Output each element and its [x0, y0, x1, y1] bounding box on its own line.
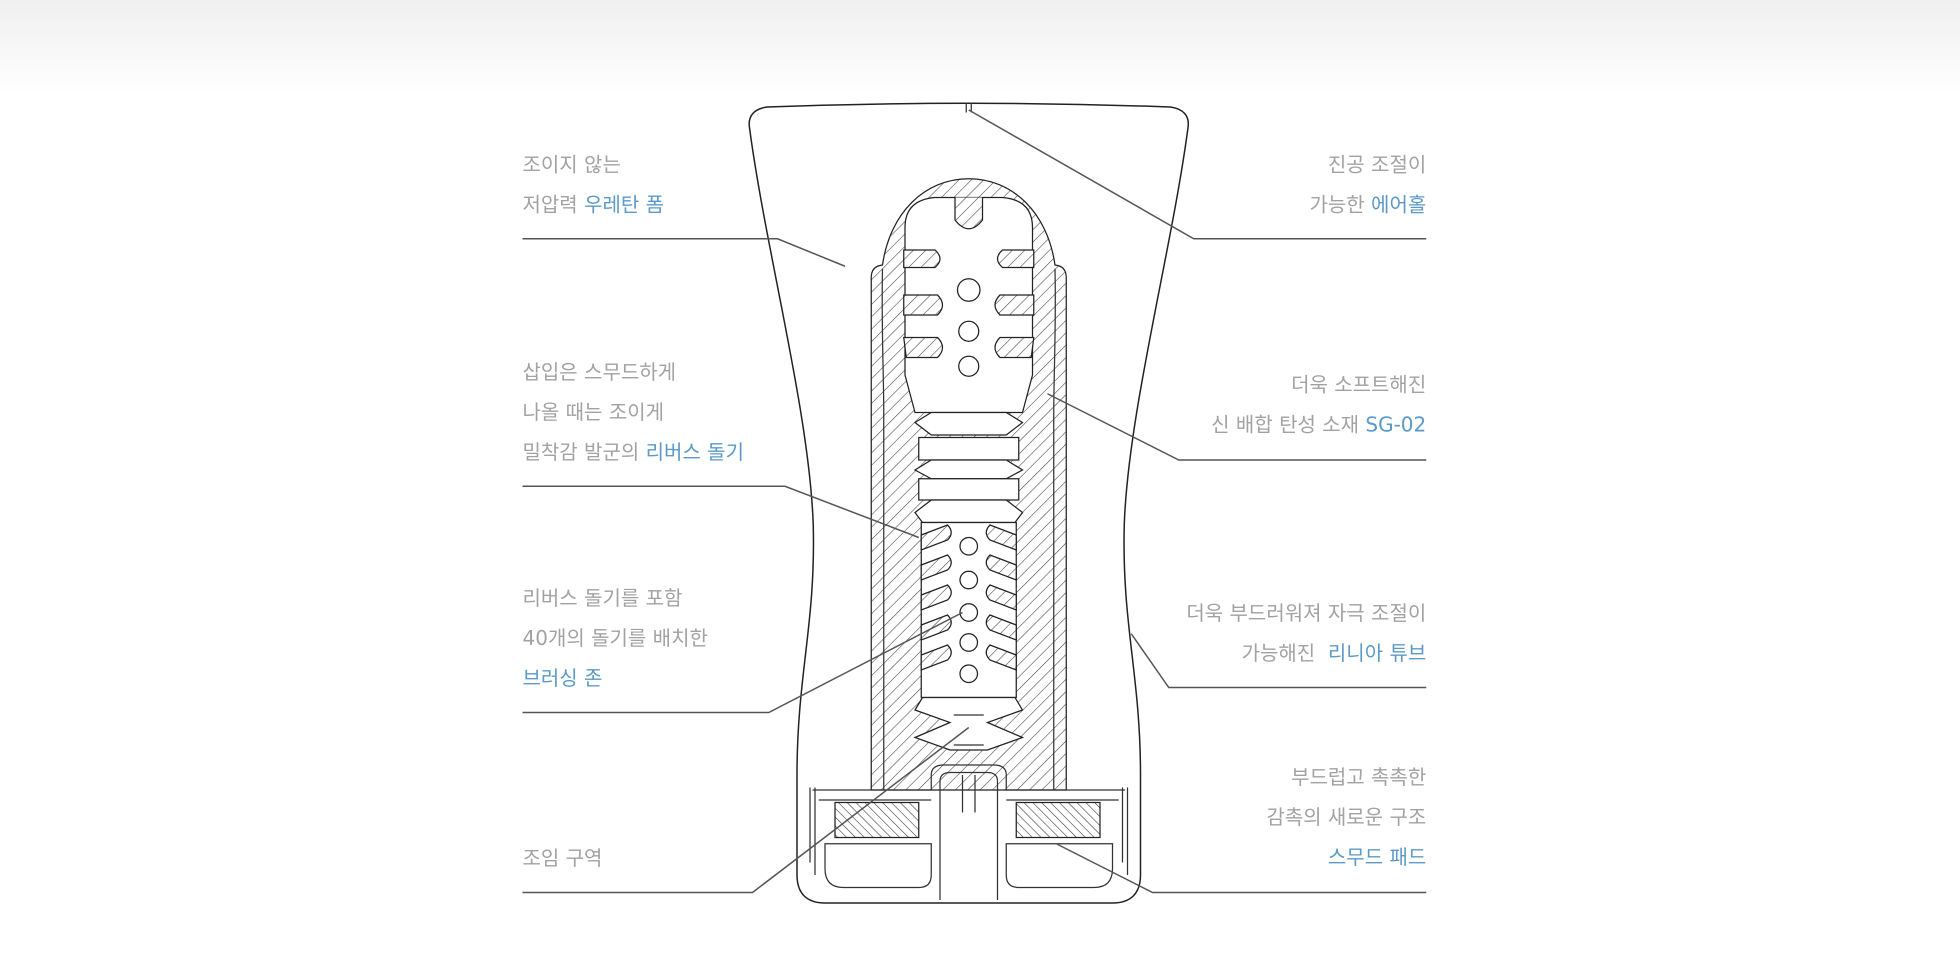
callout-text: 진공 조절이	[1328, 152, 1426, 176]
callout-accent: 스무드 패드	[1328, 845, 1426, 869]
callout-accent: 브러싱 존	[523, 666, 603, 690]
callout-smooth-pad: 부드럽고 촉촉한 감촉의 새로운 구조 스무드 패드	[1266, 765, 1426, 869]
callout-text: 리버스 돌기를 포함	[523, 586, 683, 610]
callout-text: 신 배합 탄성 소재 SG-02	[1211, 412, 1426, 436]
callout-air-hole: 진공 조절이 가능한 에어홀	[1309, 152, 1426, 216]
callout-text: 저압력 우레탄 폼	[523, 192, 665, 216]
callout-accent: 우레탄 폼	[584, 192, 664, 216]
base-assembly	[809, 764, 1129, 900]
leader-lines	[522, 109, 1427, 894]
callout-text: 더욱 소프트해진	[1291, 372, 1426, 396]
callout-text: 나올 때는 조이게	[523, 400, 665, 424]
callout-text: 40개의 돌기를 배치한	[523, 626, 708, 650]
callout-reverse-nubs: 삽입은 스무드하게 나올 때는 조이게 밀착감 발군의 리버스 돌기	[523, 360, 744, 464]
callout-text: 조이지 않는	[523, 152, 621, 176]
inner-sleeve	[870, 178, 1067, 791]
callout-text: 가능한 에어홀	[1309, 192, 1426, 216]
callout-brushing-zone: 리버스 돌기를 포함 40개의 돌기를 배치한 브러싱 존	[523, 586, 708, 690]
callout-linear-tube: 더욱 부드러워져 자극 조절이 가능해진 리니아 튜브	[1186, 601, 1426, 665]
callout-text: 삽입은 스무드하게	[523, 360, 677, 384]
callout-text: 가능해진 리니아 튜브	[1242, 641, 1427, 665]
callout-text: 조임 구역	[523, 846, 603, 870]
callout-accent: 에어홀	[1371, 192, 1426, 216]
callout-material: 더욱 소프트해진 신 배합 탄성 소재 SG-02	[1211, 372, 1426, 436]
callout-accent: 리버스 돌기	[646, 440, 744, 464]
callout-text: 부드럽고 촉촉한	[1291, 765, 1426, 789]
callout-accent: SG-02	[1365, 412, 1426, 436]
callout-accent: 리니아 튜브	[1328, 641, 1426, 665]
top-gradient-band	[0, 0, 1960, 95]
callout-text: 더욱 부드러워져 자극 조절이	[1186, 601, 1426, 625]
callout-tight-zone: 조임 구역	[523, 846, 603, 870]
callout-text: 감촉의 새로운 구조	[1266, 805, 1426, 829]
callout-text: 밀착감 발군의 리버스 돌기	[523, 440, 744, 464]
callout-foam: 조이지 않는 저압력 우레탄 폼	[523, 152, 665, 216]
